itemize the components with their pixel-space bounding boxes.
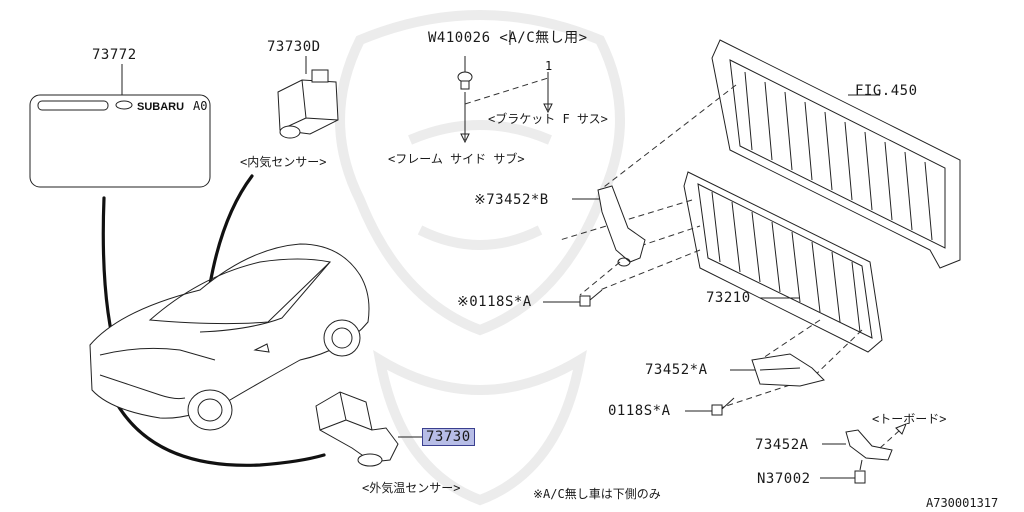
part-73772-label: 73772 xyxy=(92,47,137,63)
inside-sensor-label: <内気センサー> xyxy=(240,155,327,169)
dashed-guides xyxy=(559,84,863,409)
part-0118sa-lower-label: 0118S*A xyxy=(608,403,671,419)
part-73730d-label: 73730D xyxy=(267,39,321,55)
part-73452a-label: 73452*A xyxy=(645,362,708,378)
outside-sensor-part xyxy=(315,391,422,467)
part-73452a-toe-label: 73452A xyxy=(755,437,809,453)
condenser-73210 xyxy=(683,171,883,353)
bracket-f-sus-label: <ブラケット F サス> xyxy=(488,112,608,126)
bracket-73452a xyxy=(730,353,825,387)
inside-sensor-part xyxy=(277,56,339,139)
part-n37002-label: N37002 xyxy=(757,471,811,487)
bolt-upper xyxy=(543,289,603,307)
fig450-label: FIG.450 xyxy=(855,83,918,99)
watermark xyxy=(335,10,625,506)
toe-board-label: <トーボード> xyxy=(872,412,947,426)
part-73210-label: 73210 xyxy=(706,290,751,306)
footnote-ac-note: ※A/C無し車は下側のみ xyxy=(533,487,661,501)
part-73452b-label: ※73452*B xyxy=(474,192,549,208)
bracket-73452b xyxy=(572,185,646,267)
label-card-code: A0 xyxy=(193,99,207,113)
bracket-73452a-toe xyxy=(822,423,907,461)
subaru-logo-icon xyxy=(115,100,133,110)
frame-side-sub-label: <フレーム サイド サブ> xyxy=(388,152,525,166)
clip-callout: 1 xyxy=(457,30,553,144)
bolt-lower xyxy=(685,397,735,416)
label-card: SUBARU A0 xyxy=(29,64,211,188)
clip-n37002 xyxy=(820,459,866,484)
callout-number: 1 xyxy=(545,59,552,73)
wire-outside-sensor-to-car xyxy=(110,393,326,467)
part-w410026-label: W410026 <A/C無し用> xyxy=(428,30,588,46)
part-73730-highlighted[interactable]: 73730 xyxy=(422,428,475,446)
label-card-brand: SUBARU xyxy=(137,101,184,113)
radiator-fig450 xyxy=(711,39,961,269)
diagram-id: A730001317 xyxy=(926,496,999,510)
part-0118sa-upper-label: ※0118S*A xyxy=(457,294,532,310)
outside-sensor-label: <外気温センサー> xyxy=(362,481,461,495)
vehicle-illustration xyxy=(89,243,370,431)
